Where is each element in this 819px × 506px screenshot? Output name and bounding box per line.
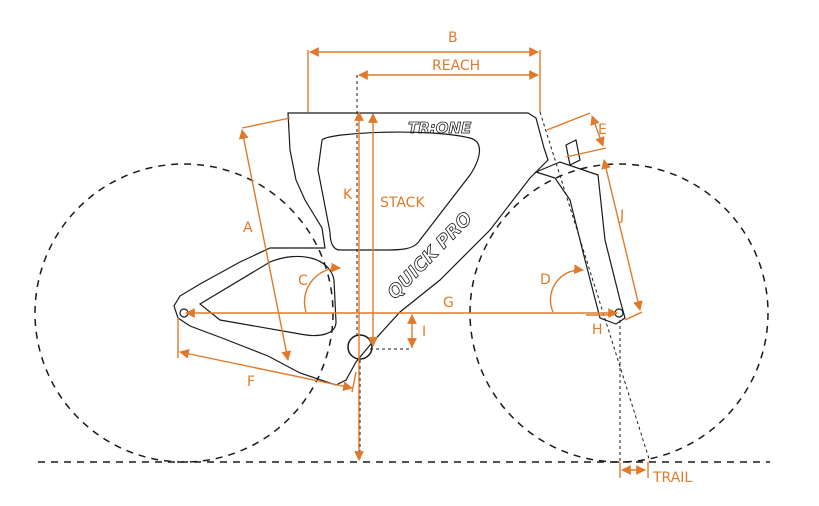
label-k: K xyxy=(343,187,353,203)
label-i: I xyxy=(422,324,426,340)
front-wheel xyxy=(469,163,769,463)
label-a: A xyxy=(243,220,253,236)
dimension-lines xyxy=(177,47,649,478)
label-h: H xyxy=(592,322,603,338)
label-g: G xyxy=(443,295,454,311)
bike-frame xyxy=(173,112,626,386)
label-e: E xyxy=(598,122,607,138)
model-logo: TR:ONE xyxy=(408,119,472,137)
label-trail: TRAIL xyxy=(652,470,692,486)
label-j: J xyxy=(619,208,624,224)
label-reach: REACH xyxy=(432,58,480,74)
label-f: F xyxy=(247,374,255,390)
label-c: C xyxy=(298,273,308,289)
label-stack: STACK xyxy=(380,195,425,211)
downtube-logo: QUICK PRO xyxy=(383,208,476,303)
label-b: B xyxy=(448,30,458,46)
label-d: D xyxy=(540,272,551,288)
